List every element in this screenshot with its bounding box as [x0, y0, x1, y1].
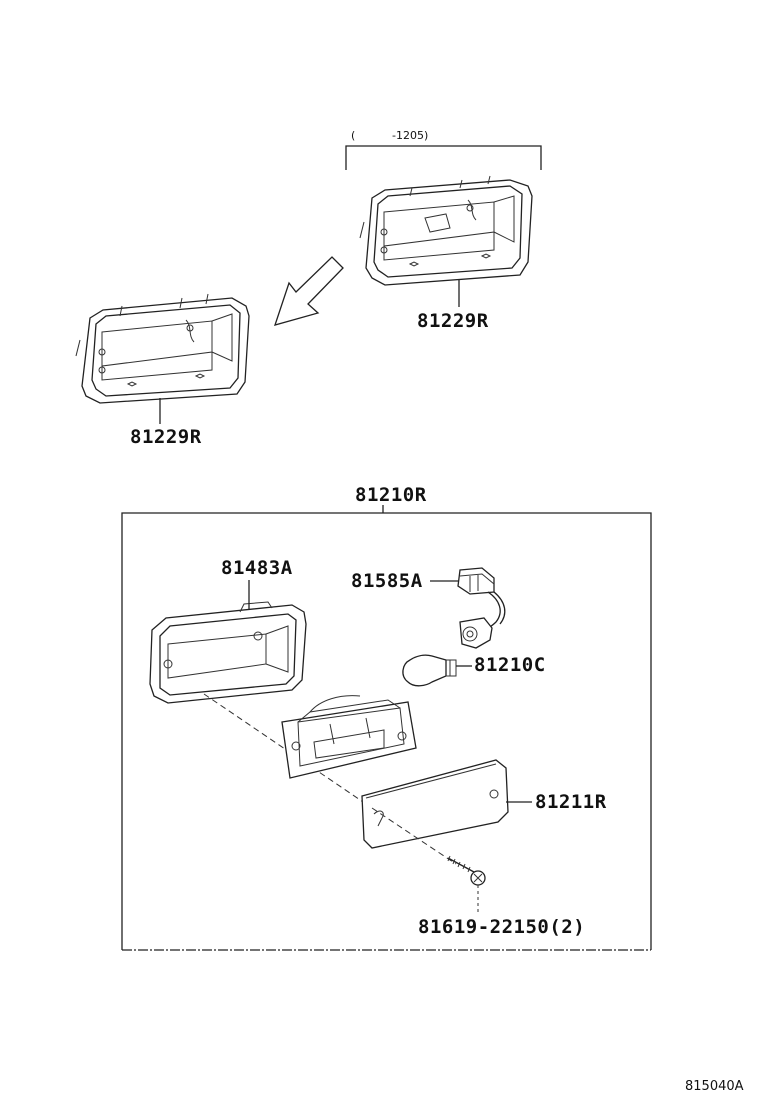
- part-label-bulb: 81210C: [474, 654, 546, 676]
- socket-drawing: [430, 567, 506, 649]
- lower-bezel-drawing: [75, 293, 250, 424]
- upper-bezel-drawing: [359, 175, 533, 307]
- date-range-end: -1205): [392, 129, 429, 142]
- part-label-lower-bezel: 81229R: [130, 426, 202, 448]
- screw-drawing: [371, 807, 486, 912]
- housing-drawing: [149, 580, 373, 809]
- date-range-open: (: [351, 129, 356, 142]
- lamp-body-drawing: [281, 695, 417, 779]
- part-label-lens: 81211R: [535, 791, 607, 813]
- part-label-assembly: 81210R: [355, 484, 427, 506]
- part-label-upper-bezel: 81229R: [417, 310, 489, 332]
- lens-drawing: [361, 759, 532, 849]
- date-range-bracket: [345, 145, 542, 170]
- part-label-housing: 81483A: [221, 557, 293, 579]
- figure-id: 815040A: [685, 1079, 744, 1094]
- assembly-frame: [121, 505, 652, 951]
- bulb-drawing: [402, 654, 472, 687]
- part-label-screw: 81619-22150(2): [418, 916, 586, 938]
- arrow-icon: [273, 256, 344, 326]
- part-label-socket: 81585A: [351, 570, 423, 592]
